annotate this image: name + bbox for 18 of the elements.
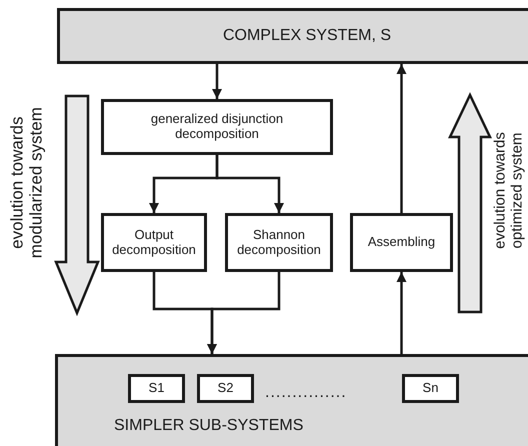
subsystem-box: S2 — [197, 374, 254, 403]
arrow — [396, 64, 406, 213]
arrow — [396, 272, 406, 354]
panel-heading: SIMPLER SUB-SYSTEMS — [114, 417, 304, 436]
subsystem-box: Sn — [402, 374, 459, 403]
ellipsis-dots: ............... — [265, 384, 347, 402]
process-box: generalized disjunction decomposition — [101, 99, 333, 155]
process-box: Output decomposition — [101, 213, 207, 272]
arrow — [216, 155, 284, 213]
subsystem-box: S1 — [128, 374, 185, 403]
system-panel — [55, 354, 528, 446]
side-label: evolution towards optimized system — [492, 130, 526, 250]
side-label: evolution towards modularized system — [8, 106, 46, 260]
process-box: Assembling — [350, 213, 453, 272]
process-box: Shannon decomposition — [225, 213, 333, 272]
arrow — [207, 272, 280, 354]
arrow — [212, 64, 222, 99]
system-panel: COMPLEX SYSTEM, S — [57, 8, 528, 64]
